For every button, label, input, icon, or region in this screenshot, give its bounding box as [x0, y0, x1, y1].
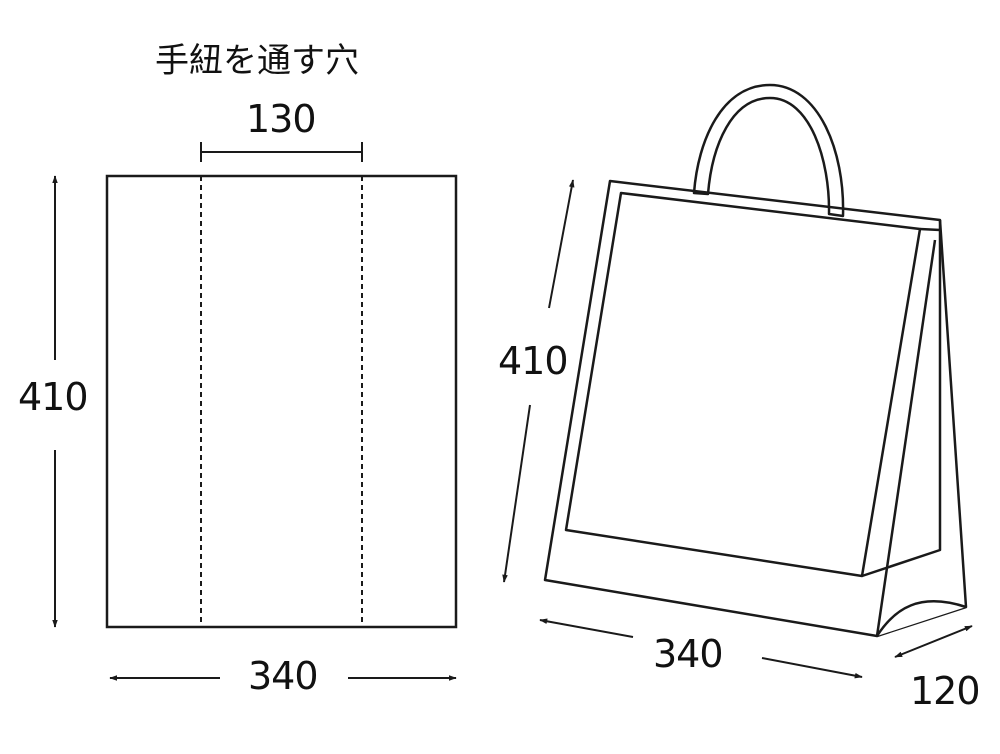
bag-side-fold-inner — [919, 227, 941, 232]
flat-sheet-outline — [105, 174, 458, 629]
bag-height-arrow-bottom — [502, 404, 531, 583]
bag-side-edge — [875, 239, 937, 637]
bag-depth-label: 120 — [910, 669, 981, 713]
bag-handle — [692, 83, 845, 218]
hole-spacing-bracket — [200, 142, 363, 162]
hole-spacing-label: 130 — [246, 97, 317, 141]
bag-view — [502, 83, 973, 679]
bag-height-arrow-top — [548, 179, 575, 309]
bag-depth-arrow — [894, 625, 973, 658]
bag-front-panel — [564, 191, 922, 578]
bag-width-arrow-left — [539, 618, 634, 638]
flat-view — [52, 142, 458, 681]
bag-width-label: 340 — [653, 632, 724, 676]
hole-label: 手紐を通す穴 — [155, 41, 359, 81]
bag-bottom-gusset — [875, 600, 967, 637]
bag-width-arrow-right — [761, 657, 863, 679]
flat-width-label: 340 — [248, 654, 319, 698]
flat-height-label: 410 — [18, 375, 89, 419]
bag-height-label: 410 — [498, 339, 569, 383]
